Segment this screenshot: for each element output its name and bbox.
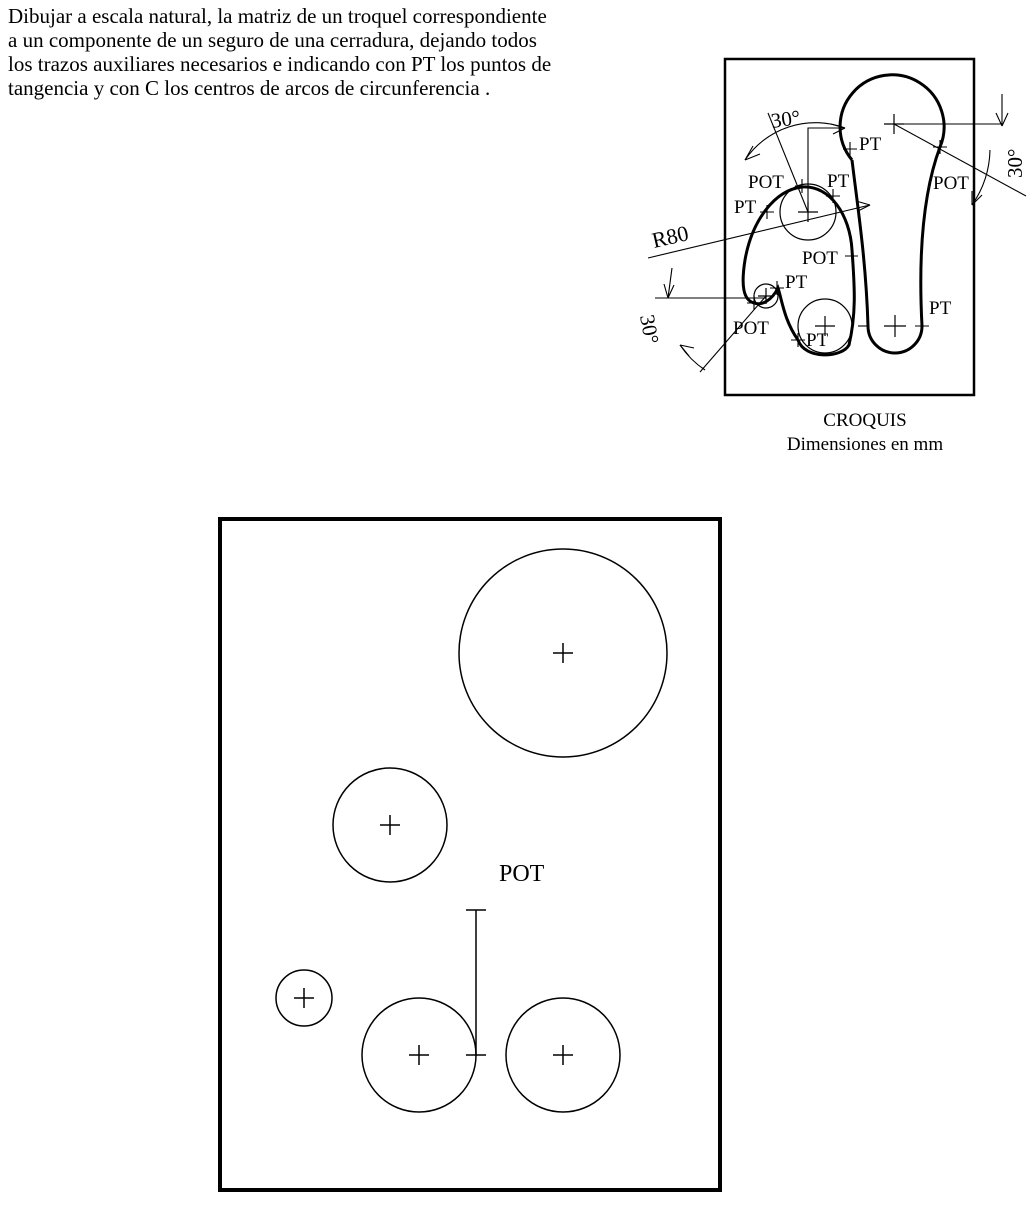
small-circle bbox=[275, 969, 333, 1027]
center-mark bbox=[380, 815, 400, 835]
drawing bbox=[218, 517, 722, 1192]
instructions-line: tangencia y con C los centros de arcos d… bbox=[8, 76, 491, 100]
sketch-bottom-mid-circle bbox=[797, 298, 853, 354]
medium-circle bbox=[332, 767, 448, 883]
sketch-stem-right bbox=[919, 146, 942, 327]
drawing-frame bbox=[218, 517, 722, 1192]
bottom-right-circle bbox=[505, 997, 621, 1113]
pot-label-drawing: POT bbox=[499, 861, 545, 887]
center-mark bbox=[553, 643, 573, 663]
center-mark bbox=[294, 988, 314, 1008]
pot-label: POT bbox=[933, 173, 969, 194]
pt-label: PT bbox=[929, 298, 952, 319]
sketch-dimension-arcs bbox=[667, 94, 1003, 371]
units-caption: Dimensiones en mm bbox=[786, 434, 944, 455]
large-circle bbox=[458, 548, 668, 758]
sketch-frame bbox=[723, 57, 976, 397]
angle-label-right: 30° bbox=[1003, 149, 1027, 178]
sketch-top-arc bbox=[838, 73, 946, 161]
sketch-bottom-right-arc bbox=[866, 325, 924, 355]
angle-label-top: 30° bbox=[769, 105, 801, 133]
pot-label: POT bbox=[802, 248, 838, 269]
center-mark bbox=[553, 1045, 573, 1065]
pot-construction bbox=[466, 909, 486, 1056]
sketch bbox=[647, 57, 1027, 397]
sketch-arrowheads bbox=[663, 112, 1009, 357]
sketch-stem-left bbox=[850, 159, 870, 327]
instructions-line: los trazos auxiliares necesarios e indic… bbox=[8, 52, 552, 76]
center-mark bbox=[409, 1045, 429, 1065]
pt-label: PT bbox=[859, 134, 882, 155]
sketch-left-lobe bbox=[796, 185, 856, 357]
pt-label: PT bbox=[734, 197, 757, 218]
pot-label: POT bbox=[748, 172, 784, 193]
croquis-caption: CROQUIS bbox=[823, 410, 907, 431]
instructions-line: Dibujar a escala natural, la matriz de u… bbox=[8, 4, 547, 28]
radius-label: R80 bbox=[650, 220, 691, 253]
drawing-circles bbox=[275, 548, 668, 1113]
sketch-labels: 30° 30° 30° R80 PT PT PT PT PT PT POT PO… bbox=[635, 105, 1027, 351]
sketch-aux-lines bbox=[647, 112, 1027, 373]
pt-label: PT bbox=[806, 330, 829, 351]
instructions-text: Dibujar a escala natural, la matriz de u… bbox=[8, 4, 678, 100]
sketch-outer-left-arc bbox=[741, 185, 803, 305]
pt-label: PT bbox=[827, 171, 850, 192]
pot-label: POT bbox=[733, 318, 769, 339]
pt-label: PT bbox=[785, 272, 808, 293]
angle-label-left: 30° bbox=[635, 313, 664, 346]
instructions-line: a un componente de un seguro de una cerr… bbox=[8, 28, 537, 52]
drawing-center-marks bbox=[294, 643, 573, 1065]
